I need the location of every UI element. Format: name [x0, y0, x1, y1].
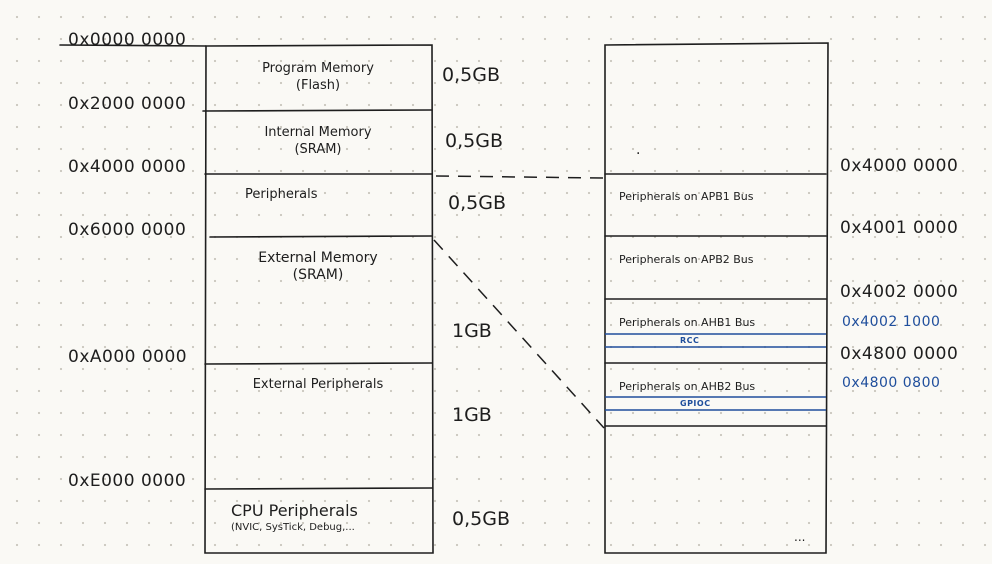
right-bottom-ellipsis: ... — [794, 530, 806, 544]
size-external-memory: 1GB — [452, 320, 492, 342]
right-top-dot: . — [636, 142, 641, 158]
region-apb1: Peripherals on APB1 Bus — [605, 190, 827, 203]
tick-line-e000 — [204, 487, 433, 490]
address-0x48000800: 0x4800 0800 — [842, 375, 941, 391]
address-0x48000000: 0x4800 0000 — [840, 344, 959, 364]
region-internal-memory: Internal Memory (SRAM) — [205, 124, 431, 158]
tick-line-a000 — [204, 362, 433, 365]
size-program-memory: 0,5GB — [442, 64, 500, 86]
sub-region-rcc: RCC — [680, 336, 700, 345]
tick-line-6000 — [209, 235, 433, 238]
address-0x40020000: 0x4002 0000 — [840, 282, 959, 302]
region-ahb1: Peripherals on AHB1 Bus — [605, 316, 827, 329]
region-external-memory: External Memory (SRAM) — [205, 250, 431, 284]
region-detail: (SRAM) — [292, 267, 344, 283]
region-detail: (NVIC, SysTick, Debug,... — [231, 522, 355, 533]
region-cpu-peripherals: CPU Peripherals (NVIC, SysTick, Debug,..… — [205, 502, 431, 536]
region-name: Peripherals on APB1 Bus — [619, 190, 754, 203]
right-memory-box — [604, 42, 829, 554]
size-peripherals: 0,5GB — [448, 192, 506, 214]
region-name: Peripherals on AHB1 Bus — [619, 316, 756, 329]
region-name: Program Memory — [262, 61, 374, 76]
address-0x40021000: 0x4002 1000 — [842, 314, 941, 330]
address-0x40010000: 0x4001 0000 — [840, 218, 959, 238]
region-detail: (SRAM) — [294, 142, 342, 157]
region-name: Peripherals — [245, 187, 318, 202]
region-name: Peripherals on AHB2 Bus — [619, 380, 756, 393]
address-0x2000: 0x2000 0000 — [68, 94, 187, 114]
address-0x0000: 0x0000 0000 — [68, 30, 187, 50]
region-external-peripherals: External Peripherals — [205, 376, 431, 393]
address-0xA000: 0xA000 0000 — [68, 347, 188, 367]
region-name: Peripherals on APB2 Bus — [619, 253, 754, 266]
region-detail: (Flash) — [295, 78, 341, 93]
tick-line-2000 — [202, 109, 433, 112]
size-cpu-peripherals: 0,5GB — [452, 508, 510, 530]
zoom-line-top — [435, 175, 605, 179]
region-peripherals: Peripherals — [205, 186, 431, 203]
tick-line-0 — [59, 44, 207, 47]
left-memory-box — [204, 44, 434, 554]
region-apb2: Peripherals on APB2 Bus — [605, 253, 827, 266]
size-external-peripherals: 1GB — [452, 404, 492, 426]
sub-region-gpioc: GPIOC — [680, 399, 711, 408]
region-name: External Memory — [258, 250, 378, 266]
address-0x6000: 0x6000 0000 — [68, 220, 187, 240]
region-ahb2: Peripherals on AHB2 Bus — [605, 380, 827, 393]
region-name: Internal Memory — [264, 125, 372, 140]
address-0x40000000: 0x4000 0000 — [840, 156, 959, 176]
size-internal-memory: 0,5GB — [445, 130, 503, 152]
region-name: External Peripherals — [252, 377, 384, 392]
address-0x4000: 0x4000 0000 — [68, 157, 187, 177]
address-0xE000: 0xE000 0000 — [68, 471, 187, 491]
region-program-memory: Program Memory (Flash) — [205, 60, 431, 94]
region-name: CPU Peripherals — [231, 501, 358, 520]
